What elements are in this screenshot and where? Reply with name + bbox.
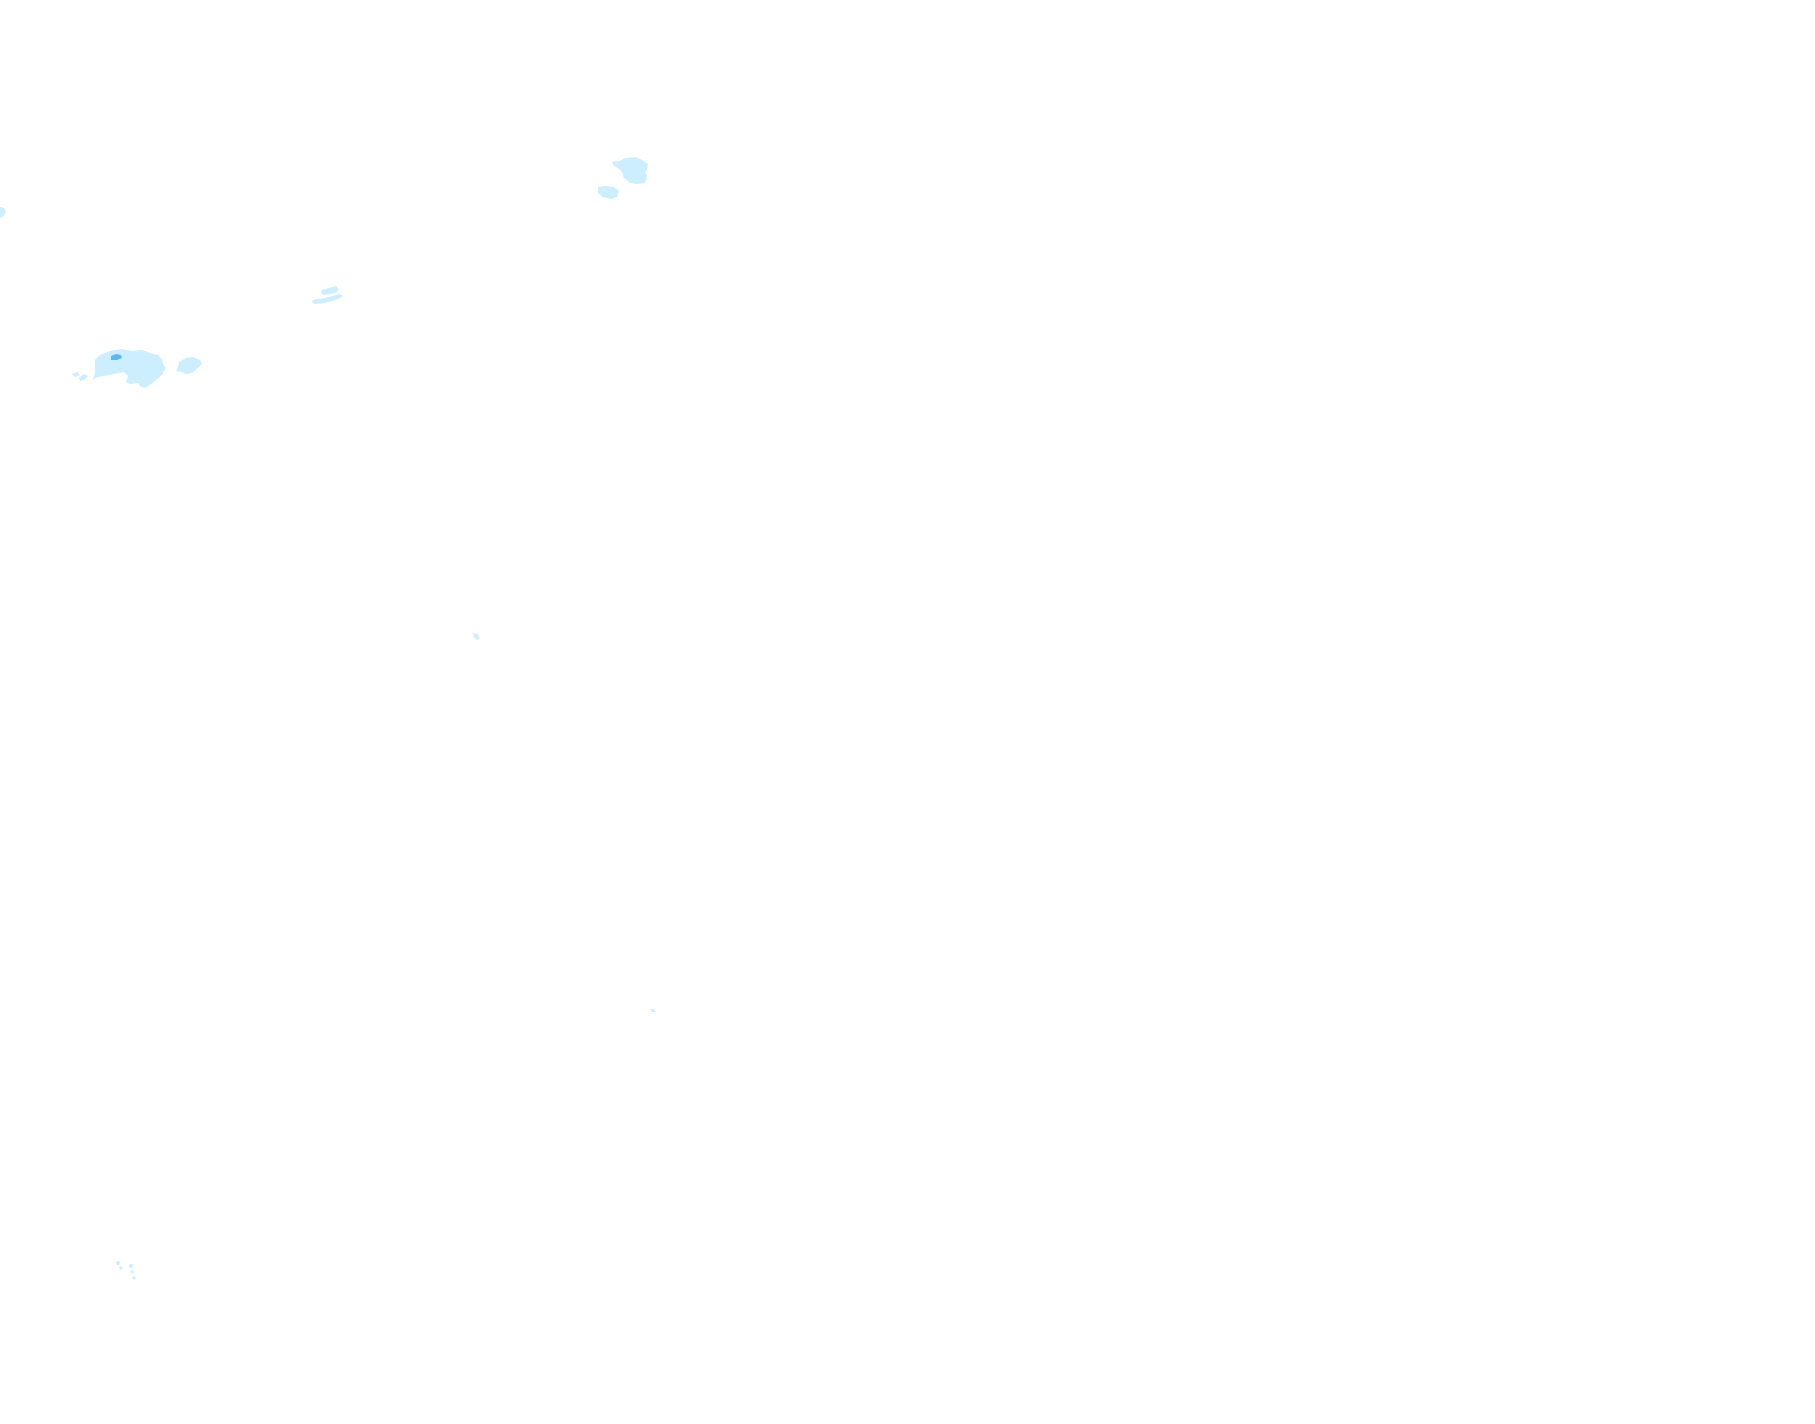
- precip-cell-east: [176, 357, 202, 374]
- precip-dot: [116, 1261, 120, 1265]
- precip-dot: [130, 1270, 134, 1274]
- precip-dot: [132, 1276, 136, 1280]
- precip-dot: [129, 1264, 133, 1268]
- precip-cell-south: [650, 1009, 656, 1012]
- precip-cell-main: [93, 349, 166, 388]
- precip-cell-top-small: [598, 186, 619, 199]
- precip-streak-upper: [321, 286, 339, 295]
- precip-streak-lower: [312, 294, 343, 304]
- precip-layer-moderate: [111, 354, 122, 360]
- precip-cell-top-large: [612, 157, 648, 184]
- precip-cell-west-a: [72, 372, 80, 377]
- precip-layer-light: [0, 157, 656, 1280]
- precip-cell-west-b: [79, 374, 88, 381]
- precip-core: [111, 354, 122, 360]
- precip-dot: [119, 1266, 123, 1270]
- precip-cell-left-edge: [0, 207, 6, 218]
- precip-cell-center: [473, 633, 480, 640]
